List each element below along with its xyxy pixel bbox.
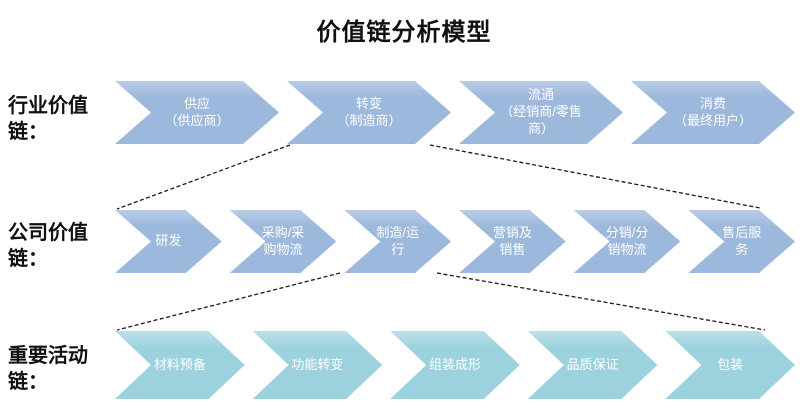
chevron-transform: 转变 （制造商）	[287, 81, 451, 144]
row-label-company-chain: 公司价值链：	[8, 222, 88, 270]
chevron-marketing-sales: 营销及 销售	[459, 210, 566, 273]
connector-manufacturing-to-activity-right	[436, 272, 766, 331]
row-label-industry-chain: 行业价值链：	[8, 95, 88, 143]
chevron-supply: 供应 （供应商）	[115, 81, 279, 144]
connector-manufacturing-to-activity-left	[116, 272, 341, 331]
activity-chain-strip: 材料预备 功能转变 组装成形 品质保证 包装	[115, 331, 795, 399]
company-chain-strip: 研发 采购/采 购物流 制造/运 行 营销及 销售 分销/分 销物流 售后服 务	[115, 210, 795, 273]
chevron-after-sales: 售后服 务	[688, 210, 795, 273]
chevron-rnd: 研发	[115, 210, 222, 273]
chevron-packaging: 包装	[665, 331, 795, 399]
chevron-material-prep: 材料预备	[115, 331, 245, 399]
chevron-function-transform: 功能转变	[253, 331, 383, 399]
diagram-title: 价值链分析模型	[316, 19, 492, 46]
chevron-procurement: 采购/采 购物流	[230, 210, 337, 273]
row-label-activity-chain: 重要活动链：	[8, 345, 88, 393]
chevron-distribution: 流通 （经销商/零售 商）	[459, 81, 623, 144]
chevron-assembly: 组装成形	[390, 331, 520, 399]
chevron-quality-assurance: 品质保证	[528, 331, 658, 399]
industry-chain-strip: 供应 （供应商） 转变 （制造商） 流通 （经销商/零售 商） 消费 （最终用户…	[115, 81, 795, 144]
connector-transform-to-company-left	[116, 144, 291, 210]
chevron-distribution-logistics: 分销/分 销物流	[574, 210, 681, 273]
connector-transform-to-company-right	[429, 144, 761, 209]
chevron-manufacturing: 制造/运 行	[344, 210, 451, 273]
chevron-consumption: 消费 （最终用户）	[631, 81, 795, 144]
